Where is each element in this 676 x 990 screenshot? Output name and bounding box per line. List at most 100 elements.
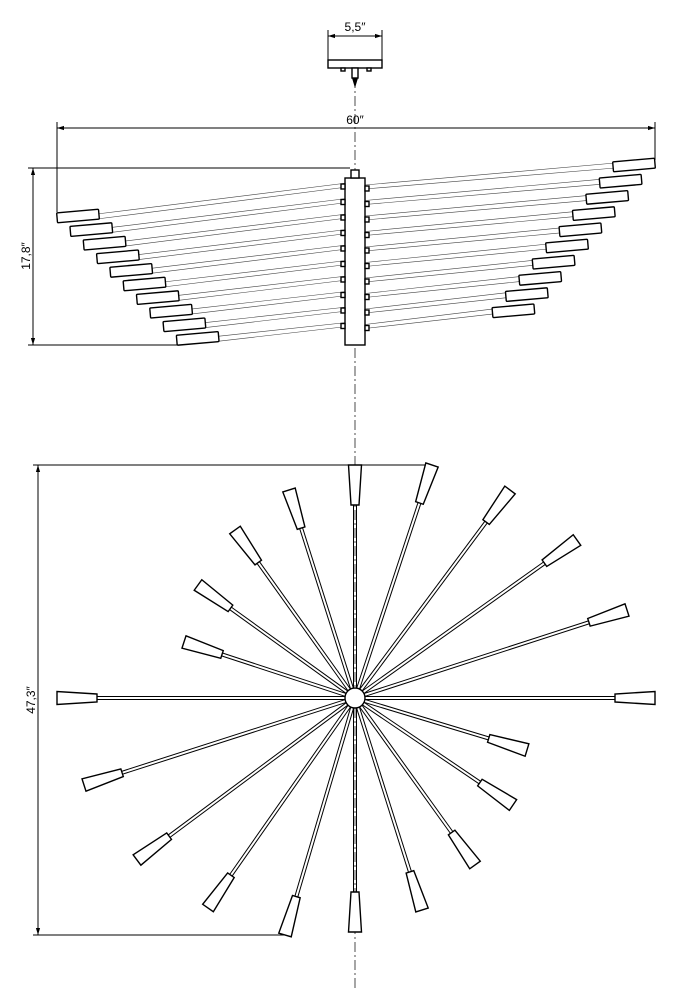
canopy-width-label: 5,5″ — [345, 20, 367, 34]
lamp-shade — [122, 276, 167, 292]
arm — [353, 485, 517, 700]
arm-rod — [355, 696, 454, 832]
arm-rod — [364, 162, 616, 186]
lamp-shade — [149, 303, 194, 319]
lamp-shade — [531, 254, 576, 270]
arm-rod — [353, 698, 480, 785]
arm-rod — [355, 696, 482, 782]
side-height-dimension: 17,8″ — [19, 167, 350, 346]
socket-nub — [340, 291, 346, 299]
arm-rod — [229, 696, 355, 875]
arm — [228, 525, 357, 700]
arm-rod — [297, 698, 357, 898]
socket-nub — [340, 276, 346, 283]
top-view — [56, 462, 656, 938]
arm-rod — [354, 620, 589, 698]
lamp-shade — [181, 634, 225, 660]
arm-rod — [355, 564, 546, 700]
socket-nub — [340, 322, 346, 330]
arm-rod — [364, 276, 522, 294]
arm-rod — [364, 227, 562, 248]
socket-nub — [364, 200, 370, 208]
socket-nub — [340, 245, 346, 252]
socket-nub — [340, 260, 346, 268]
arm-rod — [123, 217, 348, 247]
lamp-shade — [491, 303, 536, 319]
arm-rod — [364, 211, 575, 232]
lamp-shade — [277, 894, 301, 938]
socket-nub — [364, 185, 370, 192]
arm-rod — [353, 520, 486, 698]
arm-rod — [364, 297, 508, 314]
lamp-shade — [132, 831, 173, 867]
socket-nub — [340, 214, 346, 221]
arm-rod — [150, 244, 348, 269]
arm-rod — [231, 698, 357, 877]
arm-rod — [364, 243, 549, 263]
lamp-shade — [405, 869, 430, 913]
arm-rod — [364, 308, 495, 325]
arm-rod — [364, 178, 602, 201]
arm — [347, 464, 363, 698]
lamp-shade — [586, 602, 630, 627]
arm-rod — [256, 563, 355, 700]
lamp-shade — [585, 189, 630, 205]
socket-nub — [364, 293, 370, 301]
lamp-shade — [347, 464, 363, 506]
arm-rod — [163, 264, 348, 288]
arm-rod — [216, 326, 348, 342]
lamp-shade — [135, 290, 180, 306]
lamp-shade — [347, 891, 363, 933]
socket-nub — [364, 216, 370, 223]
arm — [81, 696, 356, 793]
lamp-shade — [414, 462, 440, 506]
arm-rod — [190, 295, 348, 315]
arm-rod — [110, 202, 348, 233]
socket-nub — [340, 229, 346, 237]
arm-rod — [302, 527, 357, 698]
arm-rod — [353, 698, 451, 834]
arm-rod — [222, 652, 356, 698]
socket-nub — [364, 324, 370, 332]
socket-nub — [364, 309, 370, 316]
arm-rod — [110, 198, 348, 228]
lamp-shade — [486, 733, 530, 758]
arm-rod — [203, 306, 348, 324]
arm-rod — [176, 275, 348, 296]
arm-rod — [364, 216, 575, 236]
socket-nub — [340, 183, 346, 190]
arm-rod — [136, 229, 348, 256]
arm-rod — [123, 213, 348, 242]
arm-rod — [353, 502, 419, 698]
lamp-shade — [82, 235, 127, 251]
top-diameter-dimension: 47,3″ — [24, 464, 430, 936]
lamp-shade — [56, 208, 100, 224]
arm — [132, 696, 357, 867]
arm-rod — [216, 322, 348, 337]
arm-rod — [364, 281, 522, 298]
lamp-shade — [281, 487, 306, 531]
arm — [277, 697, 357, 938]
lamp-shade — [598, 173, 643, 189]
arm-rod — [190, 291, 348, 310]
arm-rod — [96, 182, 348, 215]
lamp-shade — [558, 222, 603, 238]
lamp-shade — [162, 317, 207, 333]
arm-rod — [364, 167, 616, 190]
arm-rod — [364, 195, 589, 217]
arm-rod — [353, 698, 409, 873]
lamp-shade — [193, 578, 234, 613]
lamp-shade — [228, 525, 263, 566]
arm-rod — [364, 259, 535, 279]
arm-rod — [136, 233, 348, 261]
socket-nub — [340, 198, 346, 206]
arm-rod — [169, 698, 357, 838]
lamp-shade — [614, 690, 656, 706]
top-diameter-label: 47,3″ — [24, 685, 38, 713]
arm-rod — [364, 200, 589, 221]
lamp-shade — [481, 485, 517, 526]
arm-rod — [355, 696, 490, 738]
socket-nub — [364, 247, 370, 254]
lamp-shade — [69, 222, 114, 238]
lamp-shade — [612, 157, 656, 173]
